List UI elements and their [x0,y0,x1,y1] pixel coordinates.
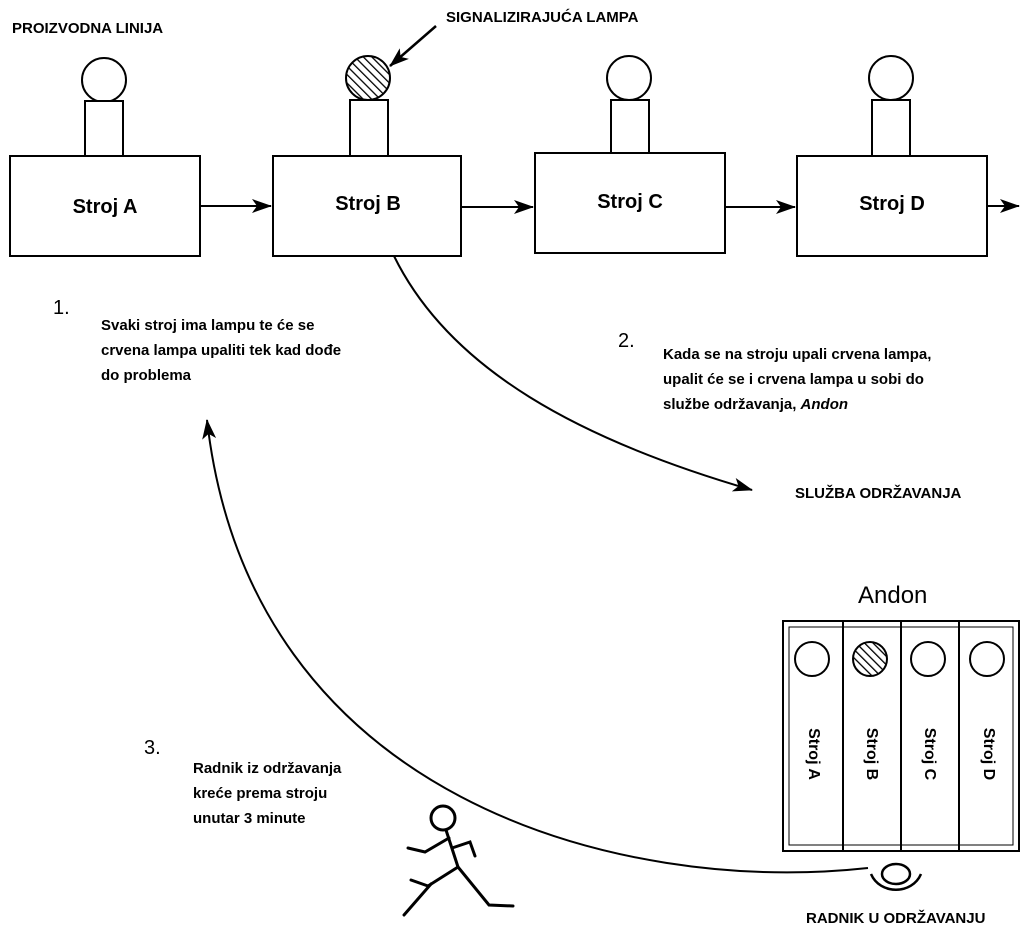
lamp-pointer-arrow [389,25,437,67]
lamp-a-icon [81,57,127,103]
step-1-line: Svaki stroj ima lampu te će se [101,317,315,334]
step-3-line: Radnik iz održavanja [193,760,342,777]
andon-column-label: Stroj A [805,728,822,780]
step-3-text: Radnik iz održavanja kreće prema stroju … [193,756,341,831]
andon-lamp-d-icon [969,641,1005,677]
lamp-c-icon [606,55,652,101]
sitting-worker-icon [869,862,923,891]
machine-c-label: Stroj C [597,191,663,213]
step-2-line: Kada se na stroju upali crvena lampa, [663,346,932,363]
machine-b-label: Stroj B [335,193,401,215]
step-2-text: Kada se na stroju upali crvena lampa, up… [663,342,931,417]
andon-board [782,620,1020,852]
step-1-number: 1. [53,297,70,319]
step-3-line: unutar 3 minute [193,810,306,827]
machine-b [272,55,462,257]
andon-lamp-c-icon [910,641,946,677]
step-2-line: službe održavanja, Andon [663,392,931,417]
signal-lamp-label: SIGNALIZIRAJUĆA LAMPA [446,9,639,26]
step-2-number: 2. [618,330,635,352]
lamp-d-icon [868,55,914,101]
machine-a-label: Stroj A [72,196,138,218]
andon-title: Andon [858,582,928,609]
step-3-number: 3. [144,737,161,759]
machine-a [9,57,201,257]
step-3-line: kreće prema stroju [193,785,328,802]
step-1-line: do problema [101,367,192,384]
step-1-line: crvena lampa upaliti tek kad dođe [101,342,342,359]
lamp-b-lit-icon [345,55,391,101]
andon-column-label: Stroj D [980,727,997,781]
running-worker-icon [402,804,515,917]
production-line-title: PROIZVODNA LINIJA [12,20,164,37]
andon-column-label: Stroj C [921,727,938,781]
andon-lamp-b-lit-icon [852,641,888,677]
machine-d-label: Stroj D [859,193,925,215]
machine-d [796,55,988,257]
step-2-andon-emphasis: Andon [800,396,849,413]
maintenance-service-label: SLUŽBA ODRŽAVANJA [795,485,962,502]
machine-c [534,55,726,254]
worker-return-arrow [202,419,869,874]
signal-arrow-to-maintenance [393,255,753,492]
andon-lamp-a-icon [794,641,830,677]
step-2-line3-prefix: službe održavanja, [663,396,801,413]
step-1-text: Svaki stroj ima lampu te će se crvena la… [101,313,341,388]
maintenance-worker-label: RADNIK U ODRŽAVANJU [806,910,986,927]
step-2-line: upalit će se i crvena lampa u sobi do [663,371,924,388]
andon-column-label: Stroj B [863,727,880,781]
